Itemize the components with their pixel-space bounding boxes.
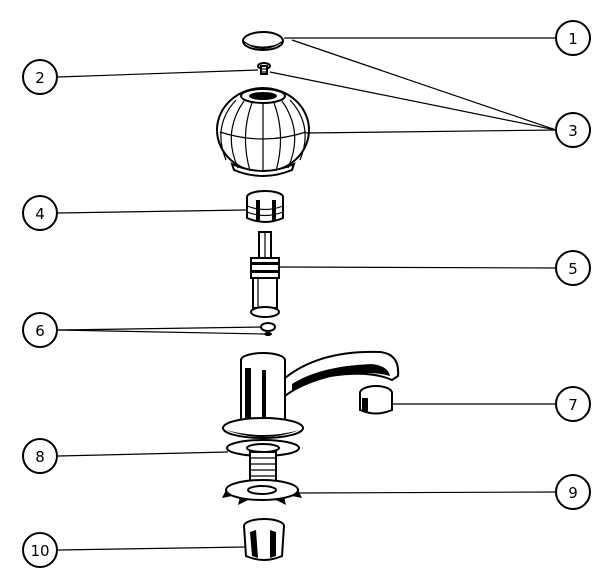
- leader-2: [57, 69, 259, 78]
- callout-10: 10: [22, 532, 58, 568]
- callout-2: 2: [22, 59, 58, 95]
- leader-9: [297, 491, 557, 494]
- callout-3: 3: [555, 112, 591, 148]
- leader-6a: [57, 326, 263, 331]
- part-bonnet-nut: [246, 190, 284, 223]
- part-coupling-nut: [243, 518, 285, 561]
- part-stem: [250, 231, 280, 318]
- part-handle-screw: [257, 62, 271, 75]
- leader-lines: [57, 37, 557, 551]
- callout-6-label: 6: [35, 322, 45, 340]
- callout-9: 9: [555, 474, 591, 510]
- callout-8-label: 8: [35, 448, 45, 466]
- callout-6: 6: [22, 312, 58, 348]
- leader-10: [57, 546, 247, 551]
- callout-4-label: 4: [35, 205, 45, 223]
- callout-1: 1: [555, 20, 591, 56]
- callout-3-label: 3: [568, 122, 578, 140]
- part-locknut: [222, 479, 302, 505]
- part-globe-handle: [216, 87, 310, 177]
- callout-5-label: 5: [568, 260, 578, 278]
- callout-5: 5: [555, 250, 591, 286]
- callout-4: 4: [22, 195, 58, 231]
- callout-7-label: 7: [568, 396, 578, 414]
- callout-9-label: 9: [568, 484, 578, 502]
- part-index-cap: [242, 31, 284, 51]
- leader-5: [278, 266, 557, 269]
- part-faucet-body: [222, 350, 400, 439]
- callout-1-label: 1: [568, 30, 578, 48]
- leader-1-to-3: [291, 39, 557, 131]
- part-aerator: [359, 385, 393, 415]
- leader-4: [57, 209, 247, 214]
- callout-7: 7: [555, 386, 591, 422]
- leader-2-to-3: [269, 71, 557, 131]
- leader-8: [57, 451, 229, 457]
- callout-2-label: 2: [35, 69, 45, 87]
- callout-8: 8: [22, 438, 58, 474]
- leader-6b: [57, 329, 265, 335]
- callout-10-label: 10: [30, 542, 49, 560]
- leader-3: [305, 129, 557, 134]
